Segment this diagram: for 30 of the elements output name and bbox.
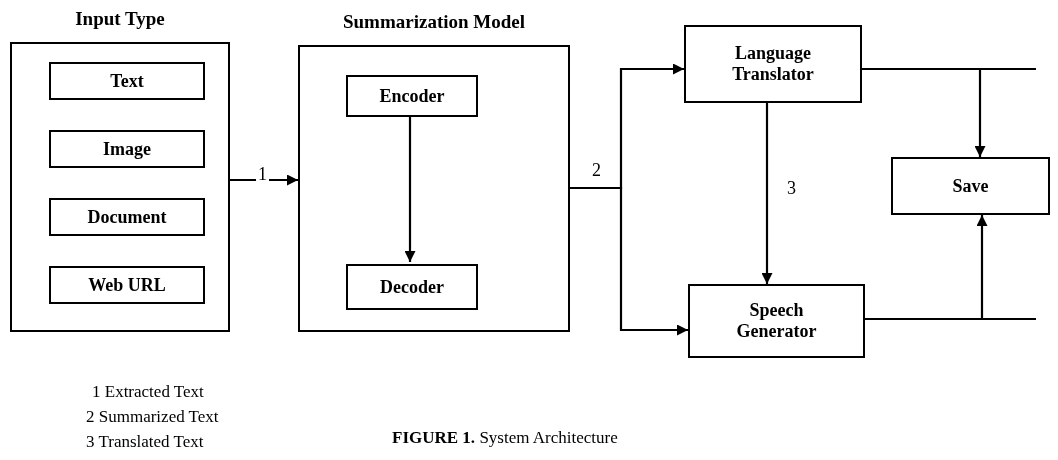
arrow <box>570 186 688 336</box>
box-label: Language Translator <box>731 43 815 85</box>
group-heading: Input Type <box>74 8 166 30</box>
process-box <box>49 198 205 236</box>
box-label: Save <box>952 175 989 197</box>
process-box <box>684 25 862 103</box>
line <box>865 317 1036 321</box>
process-box <box>688 284 865 358</box>
process-box <box>346 75 478 117</box>
arrow <box>230 174 298 186</box>
arrow <box>404 115 416 262</box>
process-box <box>346 264 478 310</box>
box-label: Encoder <box>379 85 445 107</box>
box-label: Document <box>87 206 167 228</box>
figure-caption: FIGURE 1. System Architecture <box>392 428 618 448</box>
box-label: Text <box>110 70 144 92</box>
process-box <box>49 62 205 100</box>
box-label: Decoder <box>380 276 444 298</box>
process-box <box>891 157 1050 215</box>
process-box <box>49 130 205 168</box>
box-label: Image <box>103 138 151 160</box>
box-label: Web URL <box>88 274 166 296</box>
legend-note: 3 Translated Text <box>86 432 204 452</box>
process-box <box>49 266 205 304</box>
line <box>862 67 1036 71</box>
legend-note: 2 Summarized Text <box>86 407 219 427</box>
legend-note: 1 Extracted Text <box>92 382 204 402</box>
arrow <box>761 103 773 284</box>
group-heading: Summarization Model <box>341 11 527 33</box>
box-label: Speech Generator <box>735 300 818 342</box>
